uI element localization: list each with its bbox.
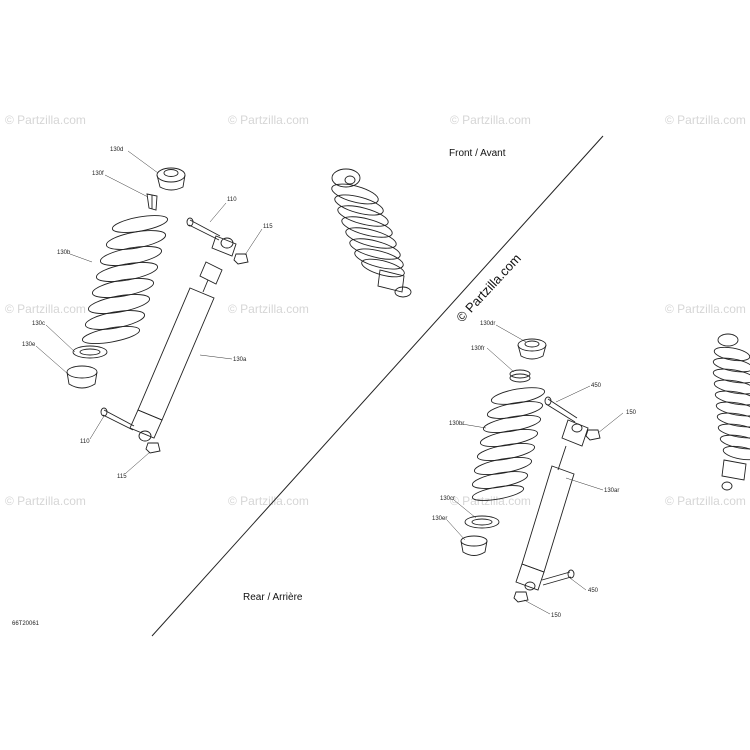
leader-line [69,253,93,263]
leader-line [597,412,624,434]
drawing-code: 66T20061 [12,621,40,627]
callout-130dr: 130dr [480,321,495,327]
watermark-text: © Partzilla.com [665,494,746,508]
callout-450-upper: 450 [591,383,602,389]
left-adjuster-ring [66,365,98,389]
watermark-text: © Partzilla.com [5,302,86,316]
section-divider-line [151,135,604,637]
left-collet [146,193,158,211]
front-section-title: Front / Avant [449,148,506,159]
front-shock-assembly [331,168,412,298]
watermark-text: © Partzilla.com [228,494,309,508]
left-spring-retainer-top [156,167,186,191]
callout-130ar: 130ar [604,488,619,494]
leader-line [495,324,527,343]
watermark-text: © Partzilla.com [665,302,746,316]
left-upper-bolt [186,217,221,241]
leader-line [555,385,591,403]
callout-110-upper: 110 [227,197,237,203]
watermark-text: © Partzilla.com [228,113,309,127]
left-lower-bolt [100,407,135,431]
leader-line [45,324,76,353]
callout-130c: 130c [32,321,45,327]
right-lower-bolt [541,569,575,586]
leader-line [35,345,69,375]
leader-line [523,599,551,615]
leader-line [486,347,515,373]
watermark-text: © Partzilla.com [228,302,309,316]
watermark-rotated: © Partzilla.com [453,251,524,325]
callout-115-upper: 115 [263,224,273,230]
leader-line [104,174,149,198]
watermark-group: © Partzilla.com © Partzilla.com © Partzi… [5,113,746,508]
right-adjuster-ring [460,535,488,556]
callout-110-lower: 110 [80,439,90,445]
right-spring-retainer-top [517,338,547,360]
rear-section-title: Rear / Arrière [243,592,303,603]
left-shock-absorber [129,235,237,442]
leader-line [453,499,477,519]
leader-line [89,415,105,440]
right-upper-nut [585,429,601,441]
callout-115-lower: 115 [117,474,127,480]
left-coil-spring [81,215,169,344]
leader-line [209,202,227,223]
leader-line [199,354,233,360]
right-lower-nut [513,591,529,603]
watermark-text: © Partzilla.com [450,113,531,127]
right-upper-bolt [544,396,578,423]
watermark-text: © Partzilla.com [450,494,531,508]
callout-130f: 130f [92,171,104,177]
callout-150-upper: 150 [626,410,637,416]
left-lower-nut [145,442,161,454]
right-coil-spring [471,387,546,501]
leader-line [461,423,487,429]
leader-line [127,150,159,174]
callout-130a: 130a [233,357,247,363]
right-shock-absorber [515,419,589,591]
leader-line [446,519,466,541]
left-spring-seat [72,345,108,359]
left-upper-nut [233,253,249,265]
leader-line [244,228,263,256]
callout-450-lower: 450 [588,588,599,594]
leader-line [565,477,604,491]
watermark-text: © Partzilla.com [5,113,86,127]
callout-130er: 130er [432,516,447,522]
callout-130d: 130d [110,147,123,153]
callout-130cr: 130cr [440,496,455,502]
right-spring-seat [464,515,500,529]
leader-line [569,577,587,591]
callout-130br: 130br [449,421,464,427]
right-collet [509,369,531,383]
callout-130e: 130e [22,342,36,348]
rear-shock-assembly [712,333,750,491]
callout-150-lower: 150 [551,613,562,619]
watermark-text: © Partzilla.com [665,113,746,127]
callout-130b: 130b [57,250,71,256]
watermark-text: © Partzilla.com [5,494,86,508]
callout-130fr: 130fr [471,346,485,352]
leader-line [125,451,151,474]
